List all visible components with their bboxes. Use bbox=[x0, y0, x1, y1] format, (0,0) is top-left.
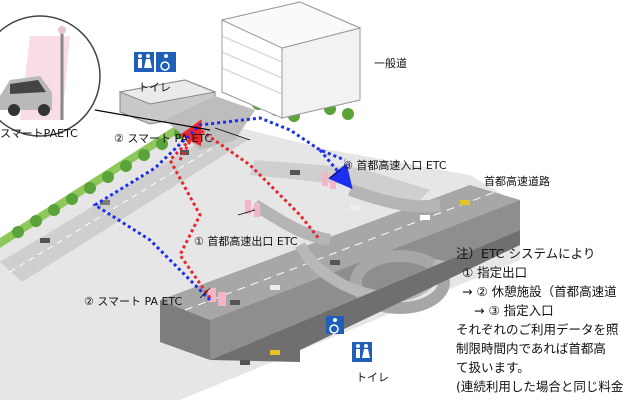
smart-pa-label-top: ② スマート PA ETC bbox=[114, 132, 213, 145]
toilet-icon bbox=[134, 52, 154, 72]
note-line: ① 指定出口 bbox=[462, 265, 528, 280]
wheelchair-icon bbox=[326, 316, 344, 334]
etc-gate-smart-pa-bottom bbox=[208, 288, 226, 306]
etc-note: 注）ETC システムにより ① 指定出口 → ② 休憩施設（首都高速道 → ③ … bbox=[456, 244, 640, 396]
entrance-ramp bbox=[348, 184, 441, 213]
inset-caption: スマートPAETC bbox=[0, 127, 78, 140]
note-line: (連続利用した場合と同じ料金 bbox=[456, 379, 624, 394]
note-line: 制限時間内であれば首都高 bbox=[456, 341, 606, 356]
note-line: 注）ETC システムにより bbox=[456, 246, 596, 261]
entrance-etc-label: ③ 首都高速入口 ETC bbox=[343, 159, 447, 172]
blue-route bbox=[92, 116, 346, 302]
wheelchair-icon bbox=[156, 52, 176, 72]
inset-pointer bbox=[94, 109, 211, 131]
smart-pa-label-bottom: ② スマート PA ETC bbox=[84, 295, 183, 308]
note-line: それぞれのご利用データを照 bbox=[456, 322, 619, 337]
exit-etc-label: ① 首都高速出口 ETC bbox=[194, 235, 298, 248]
inset-circle bbox=[0, 15, 101, 137]
note-line: → ② 休憩施設（首都高速道 bbox=[462, 284, 617, 299]
toilet-icon bbox=[352, 342, 372, 362]
exit-ramp bbox=[251, 199, 332, 246]
note-line: → ③ 指定入口 bbox=[474, 303, 554, 318]
underpass-structure bbox=[210, 230, 520, 362]
office-building bbox=[220, 1, 362, 119]
car-illustration bbox=[0, 76, 52, 116]
expressway-label: 首都高速道路 bbox=[484, 175, 550, 188]
toilet-label-top: トイレ bbox=[138, 81, 171, 94]
note-line: て扱います。 bbox=[456, 360, 530, 375]
etc-gate-exit bbox=[245, 200, 260, 217]
general-road-label: 一般道 bbox=[374, 57, 407, 70]
toilet-label-bottom: トイレ bbox=[356, 371, 389, 384]
general-road bbox=[0, 130, 248, 282]
